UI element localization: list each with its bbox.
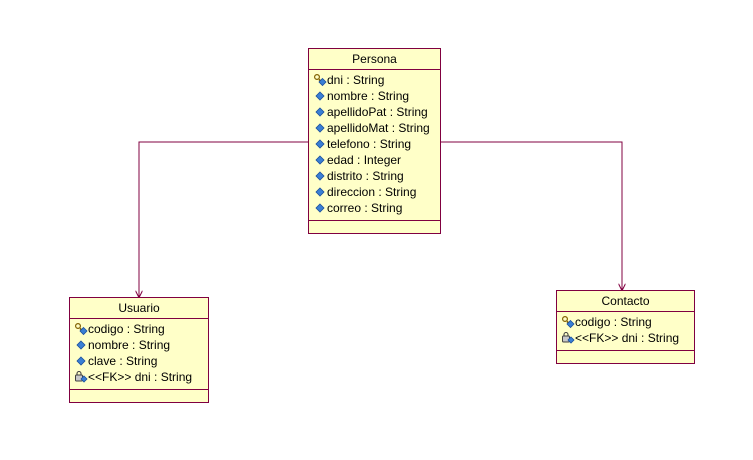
class-attribute[interactable]: nombre : String	[313, 88, 440, 104]
attribute-text: nombre : String	[88, 338, 171, 352]
association-persona-contacto	[440, 141, 622, 290]
operation-list-persona	[309, 221, 440, 233]
attribute-list-contacto: codigo : String <<FK>> dni : String	[557, 312, 694, 351]
class-attribute[interactable]: nombre : String	[74, 337, 208, 353]
attribute-icon	[313, 121, 327, 135]
association-persona-usuario	[139, 141, 308, 297]
attribute-icon	[74, 338, 88, 352]
attribute-icon	[313, 201, 327, 215]
class-attribute[interactable]: dni : String	[313, 72, 440, 88]
attribute-text: clave : String	[88, 354, 158, 368]
attribute-text: codigo : String	[88, 322, 165, 336]
foreign-key-attribute-icon	[561, 331, 575, 345]
attribute-text: telefono : String	[327, 137, 412, 151]
class-title-contacto: Contacto	[557, 291, 694, 312]
class-title-persona: Persona	[309, 49, 440, 70]
class-attribute[interactable]: codigo : String	[561, 314, 694, 330]
attribute-text: <<FK>> dni : String	[575, 331, 680, 345]
attribute-text: direccion : String	[327, 185, 417, 199]
class-persona[interactable]: Persona dni : String nombre : String apell…	[308, 48, 441, 234]
attribute-text: codigo : String	[575, 315, 652, 329]
key-attribute-icon	[74, 322, 88, 336]
operation-list-usuario	[70, 390, 208, 402]
attribute-list-usuario: codigo : String nombre : String clave : St…	[70, 319, 208, 390]
attribute-text: distrito : String	[327, 169, 404, 183]
class-attribute[interactable]: correo : String	[313, 200, 440, 216]
attribute-text: apellidoMat : String	[327, 121, 430, 135]
attribute-icon	[313, 137, 327, 151]
class-attribute[interactable]: apellidoMat : String	[313, 120, 440, 136]
attribute-text: correo : String	[327, 201, 403, 215]
foreign-key-attribute-icon	[74, 370, 88, 384]
key-attribute-icon	[561, 315, 575, 329]
class-attribute[interactable]: direccion : String	[313, 184, 440, 200]
class-attribute[interactable]: clave : String	[74, 353, 208, 369]
class-attribute[interactable]: distrito : String	[313, 168, 440, 184]
attribute-text: edad : Integer	[327, 153, 402, 167]
attribute-icon	[74, 354, 88, 368]
attribute-text: nombre : String	[327, 89, 410, 103]
class-contacto[interactable]: Contacto codigo : String <<FK>> dni : Str…	[556, 290, 695, 364]
class-attribute[interactable]: codigo : String	[74, 321, 208, 337]
attribute-text: apellidoPat : String	[327, 105, 428, 119]
class-usuario[interactable]: Usuario codigo : String nombre : String cl…	[69, 297, 209, 403]
attribute-icon	[313, 105, 327, 119]
attribute-list-persona: dni : String nombre : String apellidoPat :…	[309, 70, 440, 221]
attribute-text: dni : String	[327, 73, 385, 87]
class-attribute[interactable]: <<FK>> dni : String	[561, 330, 694, 346]
key-attribute-icon	[313, 73, 327, 87]
class-attribute[interactable]: apellidoPat : String	[313, 104, 440, 120]
attribute-icon	[313, 169, 327, 183]
operation-list-contacto	[557, 351, 694, 363]
class-attribute[interactable]: edad : Integer	[313, 152, 440, 168]
attribute-icon	[313, 89, 327, 103]
class-attribute[interactable]: telefono : String	[313, 136, 440, 152]
class-title-usuario: Usuario	[70, 298, 208, 319]
class-attribute[interactable]: <<FK>> dni : String	[74, 369, 208, 385]
attribute-icon	[313, 185, 327, 199]
attribute-icon	[313, 153, 327, 167]
attribute-text: <<FK>> dni : String	[88, 370, 193, 384]
